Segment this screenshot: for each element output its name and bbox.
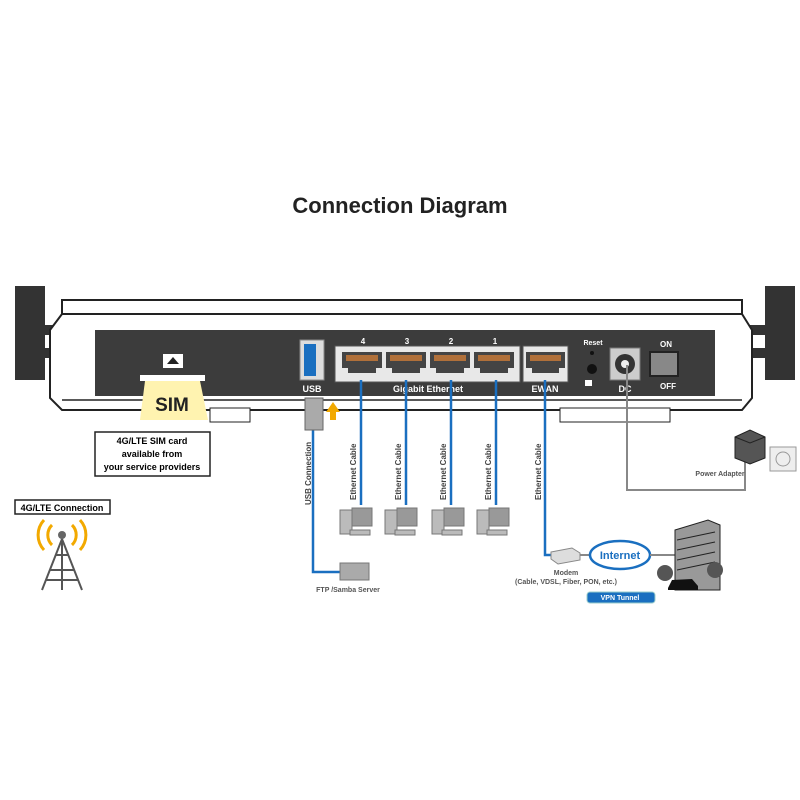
lte_label-label: 4G/LTE Connection [21, 503, 104, 513]
modem_types-label: (Cable, VDSL, Fiber, PON, etc.) [515, 579, 617, 586]
diagram-title: Connection Diagram [292, 193, 507, 218]
cables-ethernet-label: Ethernet Cable [439, 443, 448, 500]
router-lan_numbers-2-label: 2 [449, 337, 454, 346]
router-lan_numbers-3-label: 1 [493, 337, 498, 346]
power-cable [626, 365, 746, 491]
lan-ports: 4 3 2 1 Gigabit Ethernet [334, 337, 521, 394]
cell-tower-icon [36, 518, 88, 591]
router-lan_label-label: Gigabit Ethernet [393, 384, 463, 394]
power-switch: ON OFF [649, 340, 679, 391]
cables-ethernet-label: Ethernet Cable [534, 443, 543, 500]
car-icon [668, 579, 698, 590]
modem [550, 547, 581, 565]
cables-usb-label: USB Connection [304, 442, 313, 505]
sim-callout: 4G/LTE SIM card available from your serv… [94, 431, 211, 477]
cables-ethernet-label: Ethernet Cable [484, 443, 493, 500]
insert-arrow-icon [326, 402, 340, 420]
router-dc_label-label: DC [619, 384, 632, 394]
router-lan_numbers-1-label: 3 [405, 337, 410, 346]
router-on_label-label: ON [660, 340, 672, 349]
sim-slot: SIM [140, 354, 208, 420]
power-adapter [734, 429, 797, 472]
wan-cable [543, 380, 552, 557]
usb-plug [304, 397, 340, 431]
router-off_label-label: OFF [660, 382, 676, 391]
pc-computers [339, 507, 510, 536]
ftp_label-label: FTP /Samba Server [316, 587, 380, 594]
power_label-label: Power Adapter [695, 471, 744, 478]
lte-label-box: 4G/LTE Connection [14, 499, 111, 515]
router-lan_numbers-0-label: 4 [361, 337, 366, 346]
office-building [657, 519, 723, 591]
sim_callout-2-label: your service providers [104, 462, 201, 472]
router-usb_label-label: USB [302, 384, 322, 394]
dc-port: DC [609, 347, 641, 394]
reset-button: Reset [583, 340, 603, 386]
sim_callout-0-label: 4G/LTE SIM card [117, 436, 188, 446]
sim-label: SIM [155, 395, 189, 416]
wall-outlet [769, 446, 797, 472]
vpn_label-label: VPN Tunnel [601, 595, 640, 602]
cables [311, 380, 552, 574]
sim_callout-1-label: available from [122, 449, 183, 459]
modem_label-label: Modem [554, 570, 579, 577]
usb-port: USB [299, 339, 325, 394]
usb-cable [311, 430, 340, 574]
router-reset_label-label: Reset [583, 340, 603, 347]
cables-ethernet-label: Ethernet Cable [394, 443, 403, 500]
ftp-server [339, 562, 370, 581]
antenna-right [747, 286, 795, 380]
internet_label-label: Internet [600, 550, 641, 562]
cables-ethernet-label: Ethernet Cable [349, 443, 358, 500]
internet-cloud: Internet [588, 539, 652, 571]
vpn-tunnel: VPN Tunnel [586, 591, 656, 604]
